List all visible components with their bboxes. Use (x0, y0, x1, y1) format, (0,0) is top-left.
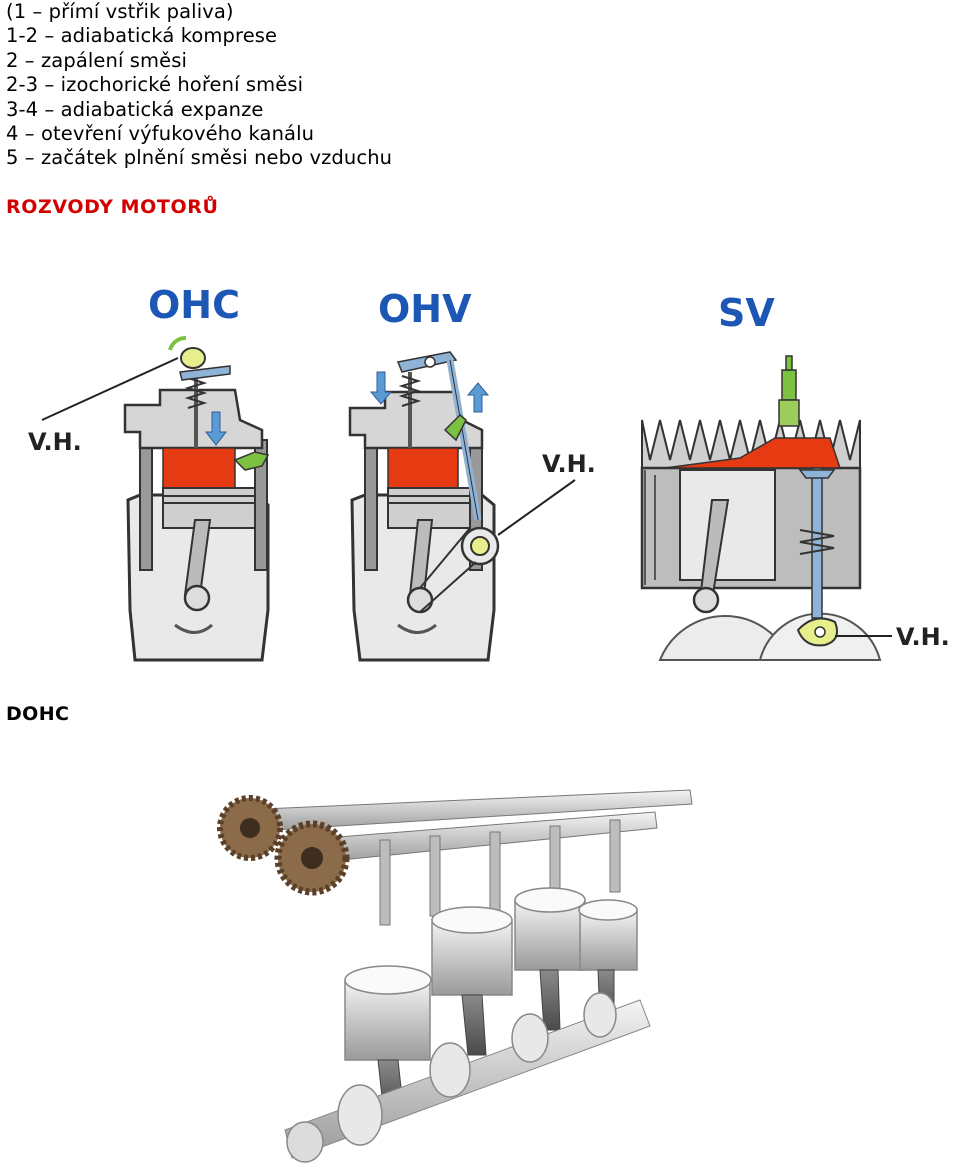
list-item: (1 – přímí vstřik paliva) (6, 0, 234, 23)
ohc-title: OHC (148, 283, 240, 327)
list-item: 1-2 – adiabatická komprese (6, 24, 278, 48)
section-heading: ROZVODY MOTORŮ (6, 196, 219, 218)
ohc-vh-label: V.H. (28, 428, 82, 456)
sv-title: SV (718, 291, 775, 335)
ohc-diagram: OHC V.H. (28, 283, 270, 662)
list-item: 2-3 – izochorické hoření směsi (6, 73, 304, 97)
sv-vh-label: V.H. (896, 623, 950, 651)
valve-train-diagrams: OHC V.H. OHV (28, 283, 950, 662)
ohv-title: OHV (378, 287, 472, 331)
list-item: 3-4 – adiabatická expanze (6, 97, 264, 121)
sv-diagram: SV V.H. (640, 291, 950, 661)
dohc-pistons (344, 887, 638, 1061)
list-item: 5 – začátek plnění směsi nebo vzduchu (6, 146, 393, 170)
combustion-cycle-list: (1 – přímí vstřik paliva) 1-2 – adiabati… (6, 0, 392, 171)
list-item: 4 – otevření výfukového kanálu (6, 122, 315, 146)
ohv-vh-label: V.H. (542, 450, 596, 478)
ohv-diagram: OHV V.H. (348, 287, 596, 662)
dohc-heading: DOHC (6, 703, 70, 725)
list-item: 2 – zapálení směsi (6, 48, 187, 72)
dohc-illustration (217, 789, 693, 1163)
